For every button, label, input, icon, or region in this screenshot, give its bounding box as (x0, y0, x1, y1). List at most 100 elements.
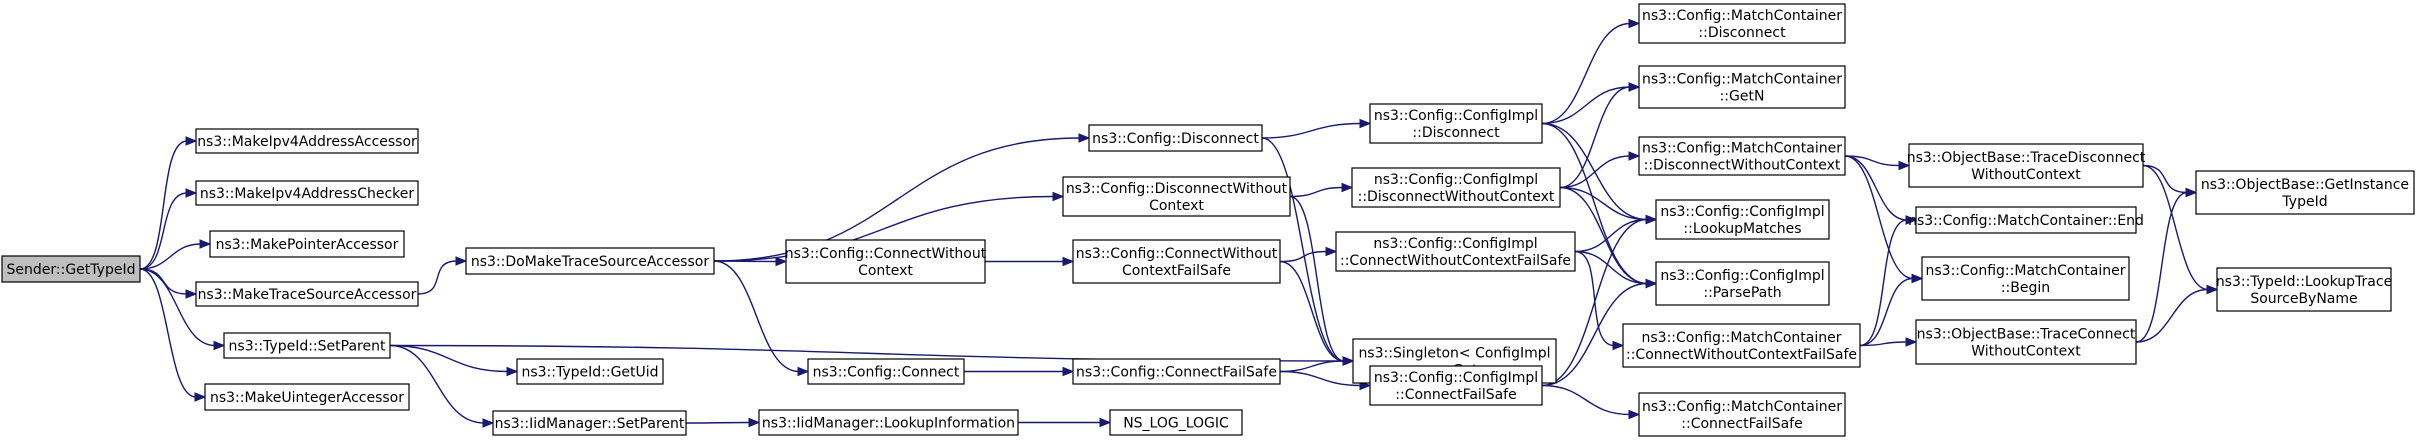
node-do-make-trace-source-accessor[interactable]: ns3::DoMakeTraceSourceAccessor (465, 247, 715, 275)
node-box (492, 410, 687, 436)
node-label: ns3::Config::MatchContainer (1642, 8, 1842, 24)
node-config-connect-without-context-failsafe[interactable]: ns3::Config::ConnectWithoutContextFailSa… (1072, 239, 1281, 284)
node-ns-log-logic[interactable]: NS_LOG_LOGIC (1109, 409, 1243, 436)
edge-configimpl-connect-without-context-failsafe-to-matchcontainer-connect-without-context-failsafe (1574, 250, 1615, 347)
node-box (1072, 239, 1281, 284)
node-iidmanager-lookupinformation[interactable]: ns3::IidManager::LookupInformation (758, 409, 1019, 436)
node-label: NS_LOG_LOGIC (1123, 416, 1229, 432)
arrowhead-configimpl-parsepath (1645, 278, 1658, 289)
edge-config-connect-without-context-failsafe-to-singleton-configimpl-get (1279, 260, 1345, 362)
edge-configimpl-disconnect-without-context-to-configimpl-parsepath (1559, 186, 1648, 285)
node-configimpl-connect-without-context-failsafe[interactable]: ns3::Config::ConfigImpl::ConnectWithoutC… (1335, 231, 1576, 272)
arrowhead-make-pointer-accessor (199, 239, 212, 249)
node-label: ns3::MakeTraceSourceAccessor (198, 287, 417, 303)
node-matchcontainer-getn[interactable]: ns3::Config::MatchContainer::GetN (1638, 65, 1846, 109)
node-configimpl-parsepath[interactable]: ns3::Config::ConfigImpl::ParsePath (1655, 261, 1830, 306)
edge-configimpl-connect-failsafe-to-configimpl-lookupmatches (1541, 218, 1648, 387)
node-matchcontainer-connect-failsafe[interactable]: ns3::Config::MatchContainer::ConnectFail… (1638, 392, 1846, 437)
node-matchcontainer-connect-without-context-failsafe[interactable]: ns3::Config::MatchContainer::ConnectWith… (1622, 323, 1861, 368)
node-make-pointer-accessor[interactable]: ns3::MakePointerAccessor (209, 230, 405, 258)
arrowhead-configimpl-disconnect-without-context (1341, 182, 1354, 193)
node-configimpl-lookupmatches[interactable]: ns3::Config::ConfigImpl::LookupMatches (1655, 199, 1830, 240)
arrowhead-matchcontainer-end (1905, 215, 1918, 225)
node-label: ns3::Config::ConnectWithout (785, 246, 987, 262)
arrowhead-config-connect-without-context (775, 256, 788, 267)
node-label: ns3::Config::MatchContainer (1642, 141, 1842, 157)
arrowhead-objectbase-trace-connect-without-context (1905, 337, 1918, 347)
edge-sender-gettypeid-to-make-ipv4-addr-accessor (139, 140, 188, 270)
node-label: Context (1149, 198, 1204, 214)
node-box (195, 180, 419, 206)
node-configimpl-disconnect[interactable]: ns3::Config::ConfigImpl::Disconnect (1369, 103, 1543, 144)
node-matchcontainer-end[interactable]: ns3::Config::MatchContainer::End (1908, 206, 2144, 234)
node-box (1921, 256, 2130, 301)
node-config-connect-failsafe[interactable]: ns3::Config::ConnectFailSafe (1072, 358, 1281, 385)
node-config-connect[interactable]: ns3::Config::Connect (807, 358, 965, 385)
arrowhead-config-disconnect-without-context (1052, 191, 1065, 202)
edge-configimpl-connect-failsafe-to-matchcontainer-connect-failsafe (1541, 384, 1631, 416)
node-label: ns3::Config::MatchContainer (1642, 399, 1842, 415)
node-label: ns3::MakeIpv4AddressChecker (200, 186, 415, 202)
node-configimpl-disconnect-without-context[interactable]: ns3::Config::ConfigImpl::DisconnectWitho… (1351, 167, 1561, 208)
node-config-disconnect-without-context[interactable]: ns3::Config::DisconnectWithoutContext (1062, 176, 1291, 217)
edge-typeid-setparent-to-typeid-getuid (389, 344, 509, 373)
node-objectbase-trace-connect-without-context[interactable]: ns3::ObjectBase::TraceConnectWithoutCont… (1915, 319, 2137, 365)
edge-sender-gettypeid-to-make-pointer-accessor (139, 243, 202, 270)
edge-objectbase-trace-disconnect-without-context-to-typeid-lookuptracesourcebyname (2142, 164, 2209, 291)
node-box (758, 409, 1019, 436)
node-matchcontainer-disconnect-without-context[interactable]: ns3::Config::MatchContainer::DisconnectW… (1638, 136, 1846, 176)
node-label: ns3::Config::MatchContainer (1642, 72, 1842, 88)
edge-do-make-trace-source-accessor-to-config-disconnect-without-context (713, 195, 1055, 262)
arrowhead-make-uinteger-accessor (194, 392, 207, 402)
node-sender-gettypeid[interactable]: Sender::GetTypeId (1, 255, 141, 283)
node-box (1915, 206, 2137, 234)
node-label: ::ConnectWithoutContextFailSafe (1340, 253, 1571, 269)
arrowhead-iidmanager-setparent (482, 418, 495, 428)
node-make-uinteger-accessor[interactable]: ns3::MakeUintegerAccessor (204, 383, 410, 411)
node-config-disconnect[interactable]: ns3::Config::Disconnect (1088, 124, 1263, 152)
node-label: ns3::ObjectBase::TraceDisconnect (1907, 150, 2146, 166)
node-matchcontainer-begin[interactable]: ns3::Config::MatchContainer::Begin (1921, 256, 2130, 301)
arrowhead-matchcontainer-connect-failsafe (1628, 409, 1641, 420)
arrowhead-config-disconnect (1078, 133, 1091, 143)
arrowhead-matchcontainer-disconnect-without-context (1628, 151, 1641, 161)
edge-objectbase-trace-disconnect-without-context-to-objectbase-getinstancetypeid (2142, 164, 2188, 194)
edge-config-connect-failsafe-to-singleton-configimpl-get (1279, 360, 1345, 373)
node-label: ns3::Config::MatchContainer (1642, 330, 1842, 346)
edge-make-trace-source-accessor-to-do-make-trace-source-accessor (417, 260, 458, 295)
node-label: ns3::MakeUintegerAccessor (210, 390, 404, 406)
node-make-ipv4-addr-checker[interactable]: ns3::MakeIpv4AddressChecker (195, 180, 419, 206)
edge-matchcontainer-disconnect-without-context-to-objectbase-trace-disconnect-without-context (1844, 155, 1901, 167)
node-box (1369, 365, 1543, 406)
node-config-connect-without-context[interactable]: ns3::Config::ConnectWithoutContext (785, 239, 987, 284)
node-make-ipv4-addr-accessor[interactable]: ns3::MakeIpv4AddressAccessor (195, 128, 419, 154)
node-typeid-getuid[interactable]: ns3::TypeId::GetUid (516, 358, 664, 385)
arrowhead-typeid-getuid (506, 366, 519, 377)
arrowhead-matchcontainer-connect-without-context-failsafe (1612, 340, 1625, 351)
node-label: ns3::ObjectBase::GetInstance (2201, 177, 2409, 193)
node-objectbase-trace-disconnect-without-context[interactable]: ns3::ObjectBase::TraceDisconnectWithoutC… (1907, 143, 2146, 188)
node-label: ns3::Config::Disconnect (1092, 131, 1259, 147)
edge-config-connect-failsafe-to-configimpl-connect-failsafe (1279, 370, 1362, 387)
node-configimpl-connect-failsafe[interactable]: ns3::Config::ConfigImpl::ConnectFailSafe (1369, 365, 1543, 406)
node-box (209, 230, 405, 258)
node-typeid-setparent[interactable]: ns3::TypeId::SetParent (223, 332, 391, 359)
arrowhead-objectbase-trace-disconnect-without-context (1898, 160, 1911, 171)
edge-config-disconnect-without-context-to-configimpl-disconnect-without-context (1289, 186, 1344, 198)
node-matchcontainer-disconnect[interactable]: ns3::Config::MatchContainer::Disconnect (1638, 3, 1846, 44)
node-label: Context (858, 263, 913, 279)
node-make-trace-source-accessor[interactable]: ns3::MakeTraceSourceAccessor (195, 281, 419, 307)
edge-matchcontainer-connect-without-context-failsafe-to-matchcontainer-end (1859, 219, 1908, 347)
node-iidmanager-setparent[interactable]: ns3::IidManager::SetParent (492, 410, 687, 436)
node-box (1109, 409, 1243, 436)
node-label: ::GetN (1720, 89, 1765, 105)
node-label: ns3::TypeId::SetParent (229, 339, 386, 355)
node-layer: Sender::GetTypeId ns3::MakeIpv4AddressAcc… (1, 3, 2415, 437)
node-box (807, 358, 965, 385)
edge-sender-gettypeid-to-make-uinteger-accessor (139, 268, 197, 398)
node-box (1369, 103, 1543, 144)
node-label: ns3::Config::ConnectWithout (1076, 246, 1278, 262)
